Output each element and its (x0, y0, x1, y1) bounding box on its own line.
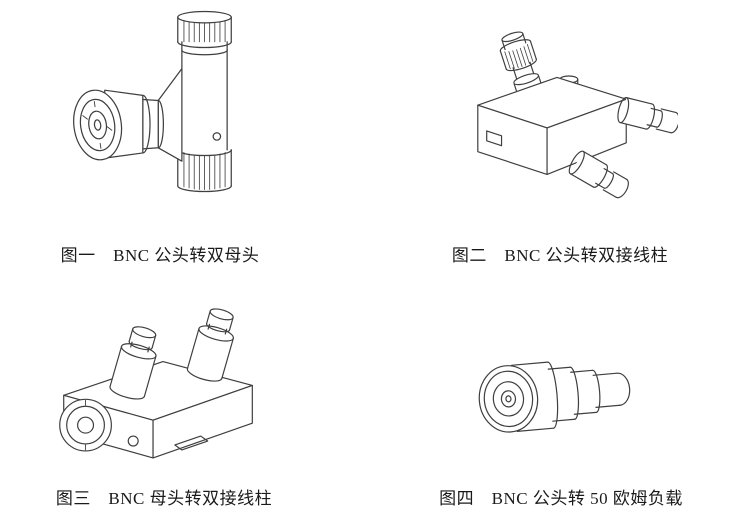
bnc-male-to-dual-female-drawing (73, 10, 232, 193)
figure3-caption: 图三 BNC 母头转双接线柱 (55, 489, 273, 508)
figure1-caption: 图一 BNC 公头转双母头 (60, 246, 260, 265)
bnc-male-to-dual-binding-posts-drawing (477, 31, 678, 199)
bnc-female-to-dual-binding-posts-drawing (59, 308, 253, 459)
figure4-caption: 图四 BNC 公头转 50 欧姆负载 (439, 489, 683, 508)
bnc-male-to-50ohm-load-drawing (478, 361, 631, 433)
figure2-caption: 图二 BNC 公头转双接线柱 (451, 246, 669, 265)
